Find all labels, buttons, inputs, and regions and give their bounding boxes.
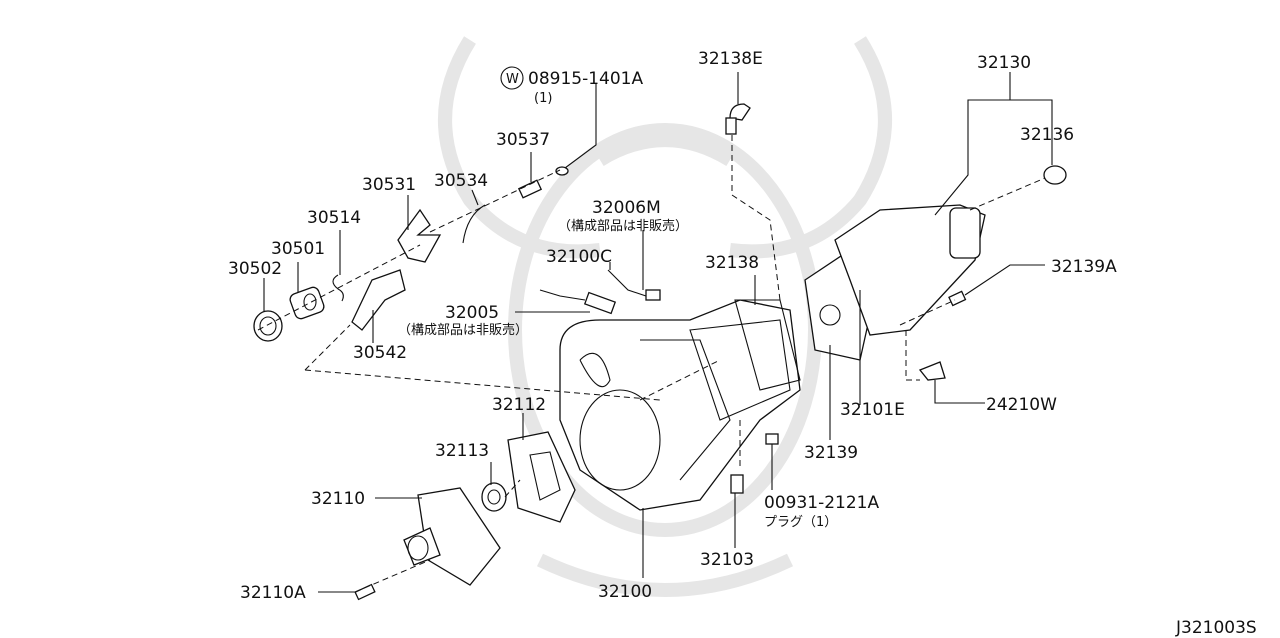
note-00931-plug: プラグ（1） (764, 515, 837, 530)
label-30537: 30537 (496, 130, 550, 150)
leader-lines (263, 72, 1053, 593)
label-32005: 32005 (445, 303, 499, 323)
part-30514-clip (332, 274, 344, 302)
label-30502: 30502 (228, 259, 282, 279)
label-30542: 30542 (353, 343, 407, 363)
label-32138E: 32138E (698, 49, 763, 69)
part-32113-seal (481, 482, 507, 512)
washer-badge: W (506, 72, 519, 87)
part-30501-bearing (289, 286, 325, 320)
label-08915-qty: (1) (534, 91, 552, 106)
label-32136: 32136 (1020, 125, 1074, 145)
part-32112-gasket (507, 431, 576, 523)
label-32139: 32139 (804, 443, 858, 463)
part-30534-spring (462, 204, 486, 244)
label-08915-1401A: 08915-1401A (528, 69, 643, 89)
part-30542-fork (351, 269, 406, 331)
label-32110A: 32110A (240, 583, 306, 603)
label-32112: 32112 (492, 395, 546, 415)
part-32130-extension (834, 204, 986, 336)
note-32006M: （構成部品は非販売） (558, 218, 688, 234)
label-30534: 30534 (434, 171, 488, 191)
label-32138: 32138 (705, 253, 759, 273)
part-00931-plug (765, 433, 779, 445)
label-32130: 32130 (977, 53, 1031, 73)
callout-08915-1401A: W 08915-1401A (1) (500, 66, 643, 106)
part-32138-gasket (734, 299, 801, 391)
label-32100C: 32100C (546, 247, 612, 267)
note-32005: （構成部品は非販売） (398, 322, 528, 338)
label-30531: 30531 (362, 175, 416, 195)
part-30531-lever (397, 208, 442, 263)
assembly-lines (257, 135, 1046, 593)
part-30537-pivot (517, 166, 569, 199)
part-32005-switch (539, 289, 617, 315)
label-30501: 30501 (271, 239, 325, 259)
label-32139A: 32139A (1051, 257, 1117, 277)
label-32110: 32110 (311, 489, 365, 509)
part-32100C-sensor (607, 269, 661, 301)
part-32136-seal (1043, 165, 1067, 185)
label-30514: 30514 (307, 208, 361, 228)
label-32101E: 32101E (840, 400, 905, 420)
label-32006M: 32006M (592, 198, 661, 218)
part-32138E-breather (725, 103, 751, 135)
part-32103-drain-plug (730, 474, 744, 494)
part-30502-seal (253, 310, 283, 342)
diagram-id: J321003S (1175, 618, 1257, 638)
label-00931-2121A: 00931-2121A (764, 493, 879, 513)
part-24210W-clip (918, 361, 946, 381)
part-32110-front-cover (403, 487, 501, 586)
part-32110A-bolt (354, 583, 376, 601)
label-32100: 32100 (598, 582, 652, 602)
part-32100-housing (559, 299, 801, 511)
label-24210W: 24210W (986, 395, 1057, 415)
label-32113: 32113 (435, 441, 489, 461)
part-32139A-bolt (948, 290, 967, 307)
label-32103: 32103 (700, 550, 754, 570)
